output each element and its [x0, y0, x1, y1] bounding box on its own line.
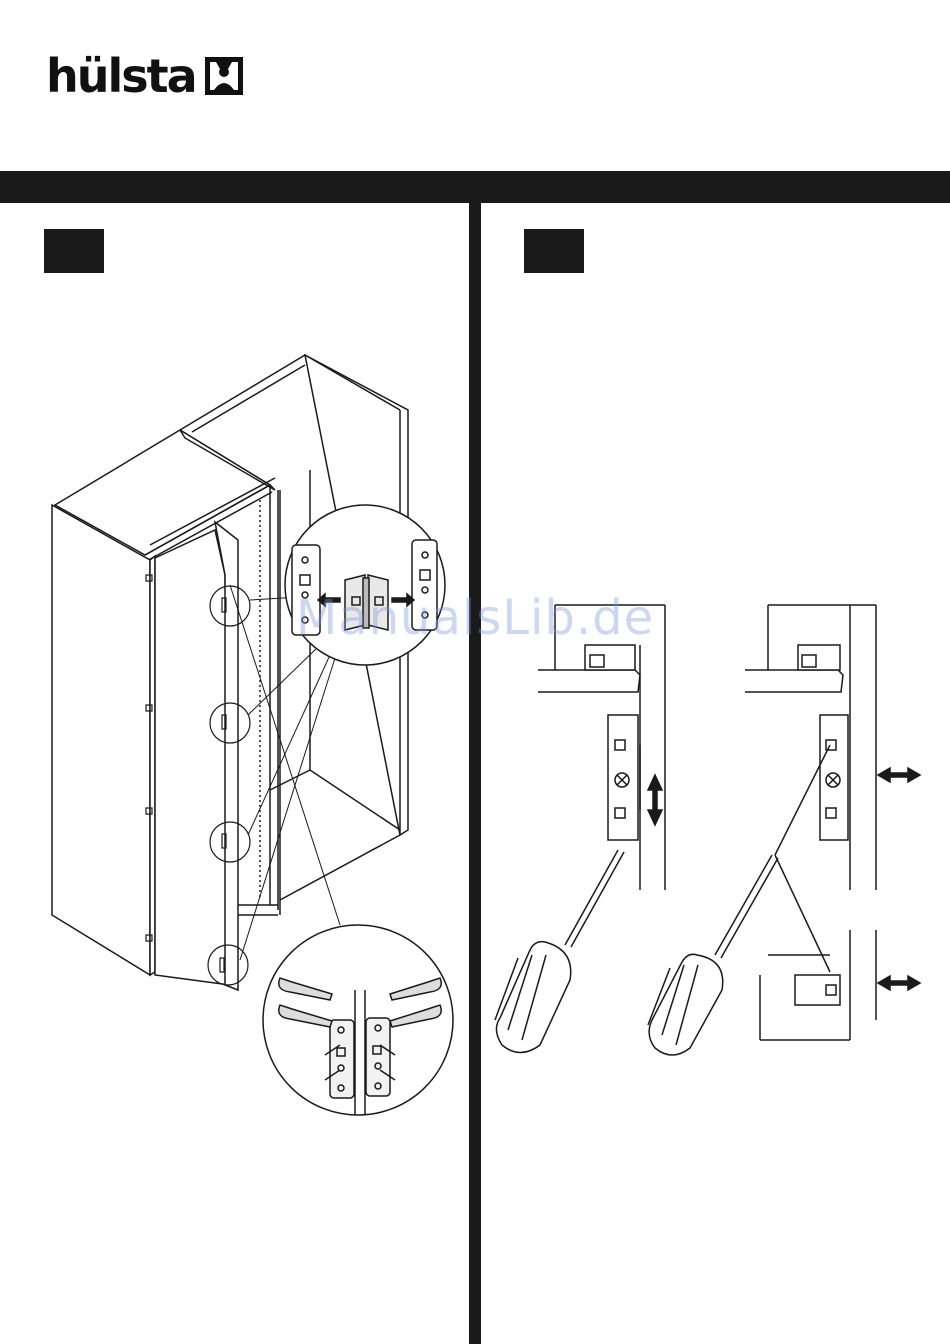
adjustment-detail-horizontal	[648, 605, 920, 1055]
adjustment-detail-vertical	[495, 605, 665, 1053]
